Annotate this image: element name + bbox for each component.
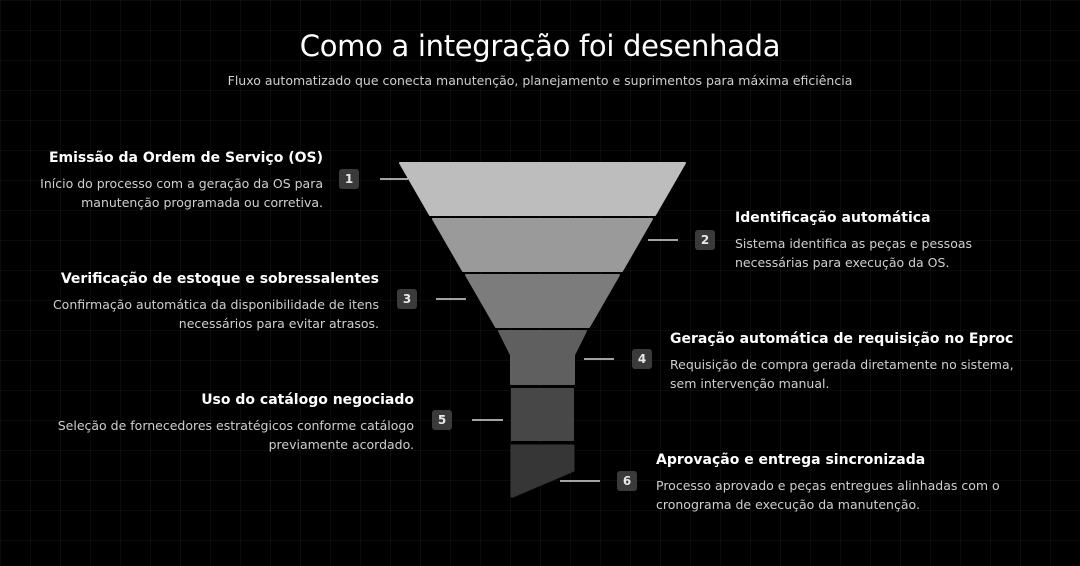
step-badge-4: 4	[632, 349, 652, 369]
step-badge-1: 1	[339, 169, 359, 189]
step-1-desc-line-1: Início do processo com a geração da OS p…	[40, 176, 323, 191]
step-4-desc-line-1: Requisição de compra gerada diretamente …	[670, 357, 1014, 372]
step-4-desc-line-2: sem intervenção manual.	[670, 376, 830, 391]
step-2-desc-line-2: necessárias para execução da OS.	[735, 255, 950, 270]
step-3: Verificação de estoque e sobressalentes …	[20, 271, 379, 333]
step-3-desc-line-2: necessários para evitar atrasos.	[178, 316, 379, 331]
step-badge-6: 6	[617, 471, 637, 491]
step-4: Geração automática de requisição no Epro…	[670, 331, 1065, 393]
step-2-desc-line-1: Sistema identifica as peças e pessoas	[735, 236, 973, 251]
step-3-desc-line-1: Confirmação automática da disponibilidad…	[52, 297, 379, 312]
step-1-desc-line-2: manutenção programada ou corretiva.	[81, 195, 323, 210]
step-6-desc-line-1: Processo aprovado e peças entregues alin…	[656, 478, 1000, 493]
funnel-layer-2	[432, 218, 653, 272]
funnel-layer-3	[465, 274, 620, 328]
funnel-layer-5	[511, 388, 574, 441]
step-5-desc-line-1: Seleção de fornecedores estratégicos con…	[57, 418, 414, 433]
step-6: Aprovação e entrega sincronizada Process…	[656, 452, 1056, 514]
step-2-title: Identificação automática	[735, 210, 931, 226]
step-1-title: Emissão da Ordem de Serviço (OS)	[48, 150, 323, 166]
step-4-title: Geração automática de requisição no Epro…	[670, 331, 1014, 347]
funnel-layer-4	[498, 330, 587, 385]
step-badge-5: 5	[432, 410, 452, 430]
page-subtitle: Fluxo automatizado que conecta manutençã…	[227, 73, 853, 88]
step-6-desc-line-2: cronograma de execução da manutenção.	[656, 497, 920, 512]
step-5-title: Uso do catálogo negociado	[201, 392, 414, 408]
step-5: Uso do catálogo negociado Seleção de for…	[20, 392, 414, 454]
step-5-desc-line-2: previamente acordado.	[268, 437, 414, 452]
step-1: Emissão da Ordem de Serviço (OS) Início …	[20, 150, 323, 212]
step-badge-2: 2	[695, 230, 715, 250]
funnel-layer-6	[510, 444, 575, 498]
step-2: Identificação automática Sistema identif…	[735, 210, 1055, 272]
step-6-title: Aprovação e entrega sincronizada	[656, 452, 926, 468]
step-badge-3: 3	[397, 289, 417, 309]
step-3-title: Verificação de estoque e sobressalentes	[60, 271, 379, 287]
funnel-layer-1	[399, 162, 686, 216]
page-title: Como a integração foi desenhada	[299, 29, 781, 63]
